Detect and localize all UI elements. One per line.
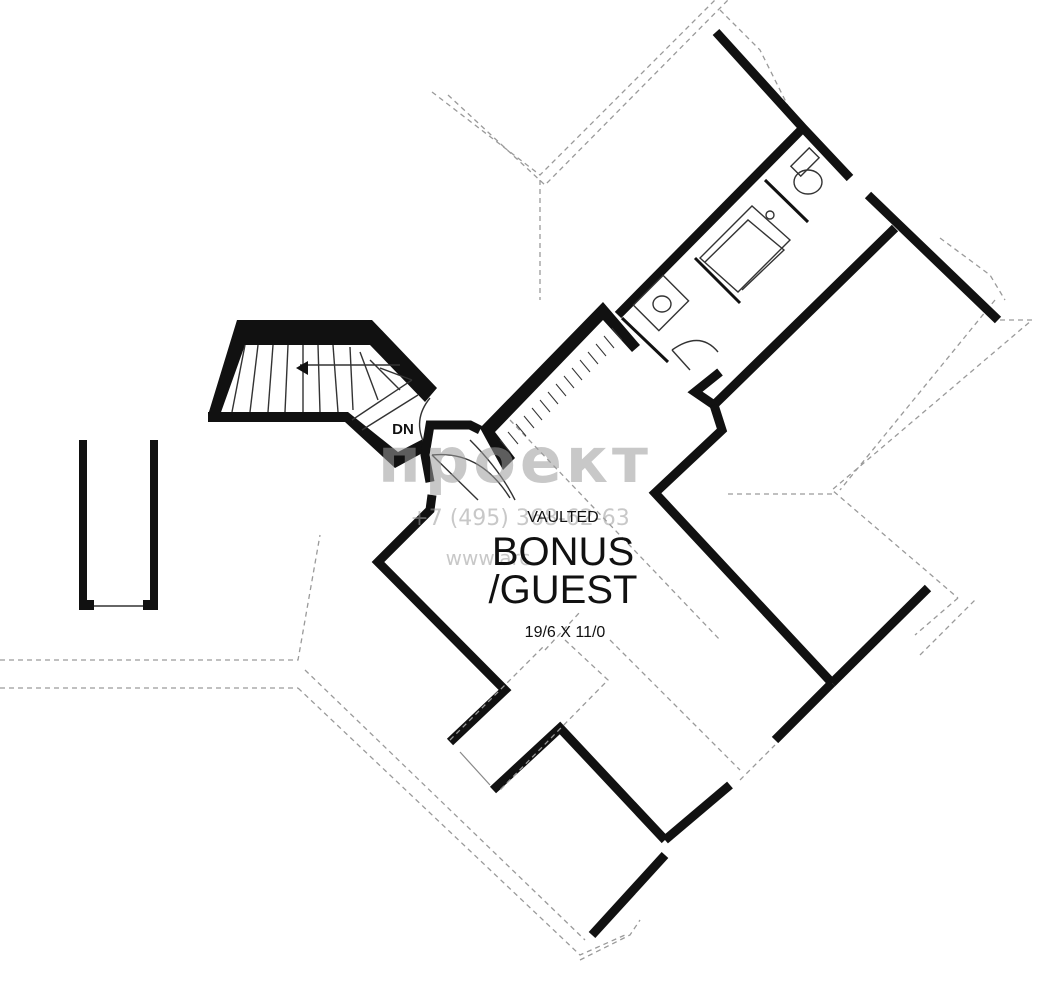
exterior-walls <box>371 28 1002 939</box>
plan-labels: DN VAULTED BONUS /GUEST 19/6 X 11/0 <box>392 421 637 641</box>
room-name-line2: /GUEST <box>489 568 638 612</box>
room-note-label: VAULTED <box>527 509 598 526</box>
staircase <box>208 320 437 468</box>
stair-direction-label: DN <box>392 421 414 438</box>
chimney-outline <box>79 440 158 610</box>
watermark: проект +7 (495) 368-62-63 www.arc <box>378 424 652 570</box>
room-dimensions-label: 19/6 X 11/0 <box>525 624 606 641</box>
watermark-logo: проект <box>378 424 652 497</box>
doors <box>431 439 516 501</box>
bathroom <box>620 146 823 371</box>
attic-stair <box>480 302 640 470</box>
watermark-phone: +7 (495) 368-62-63 <box>410 506 629 531</box>
roof-outline-lines <box>0 0 1034 961</box>
dormer-outline <box>449 611 609 791</box>
room-name-line1: BONUS <box>492 530 634 574</box>
watermark-website: www.arc <box>446 546 531 570</box>
